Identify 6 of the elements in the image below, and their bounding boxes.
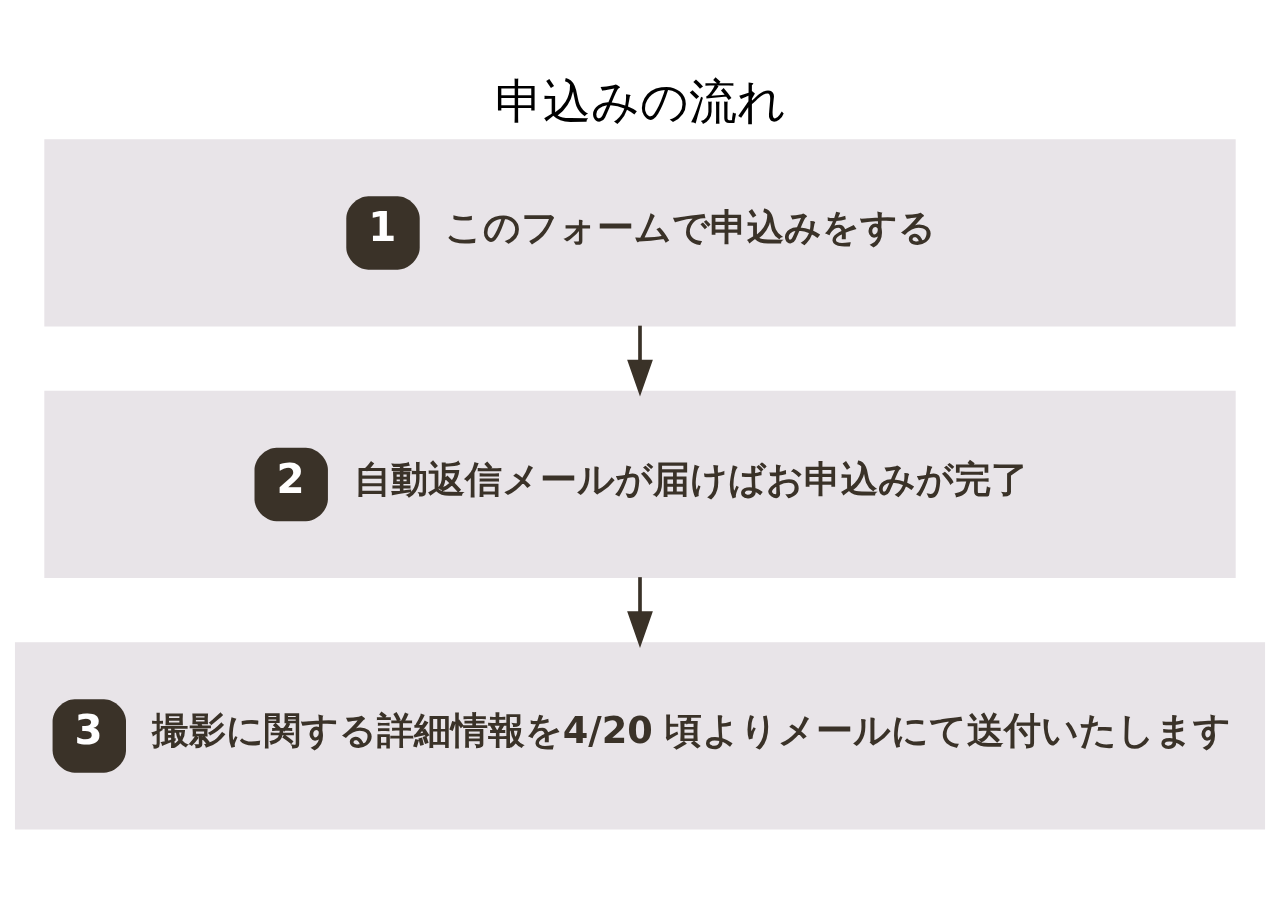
arrow [627, 325, 653, 396]
node-box: 1 このフォームで申込みをする [44, 138, 1236, 327]
node-box: 2 自動返信メールが届けばお申込みが完了 [44, 390, 1236, 578]
arrow [627, 576, 653, 648]
node-box: 3 撮影に関する詳細情報を4/20 頃よりメールにて送付いたします [14, 641, 1266, 830]
diagram-title: 申込みの流れ [494, 73, 786, 129]
